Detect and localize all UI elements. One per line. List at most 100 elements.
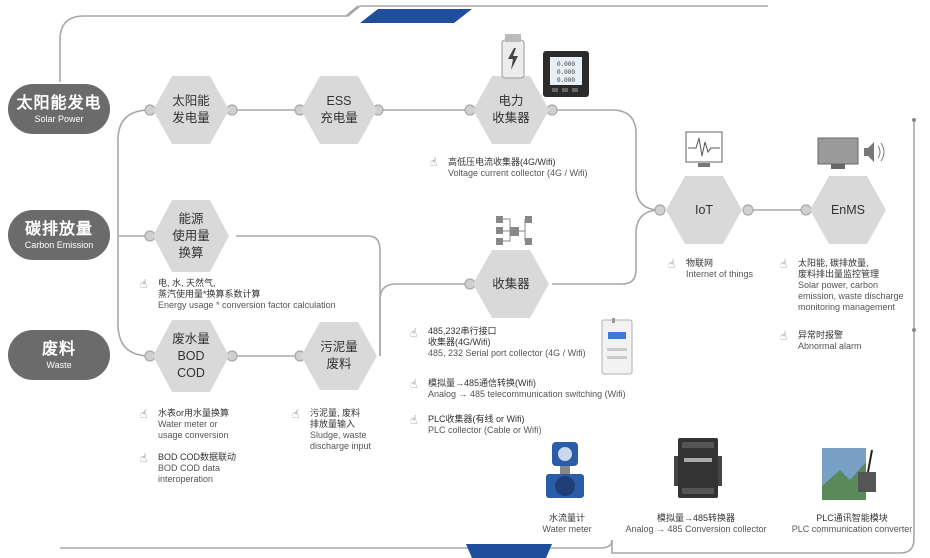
caption-plc-module: PLC通讯智能模块 PLC communication converter xyxy=(784,513,920,535)
junction-dot xyxy=(742,204,754,216)
node-text: 换算 xyxy=(178,245,204,260)
node-text: 充电量 xyxy=(320,111,358,125)
note-bod-cod: BOD COD数据联动 BOD COD data interoperation xyxy=(158,452,236,485)
note-plc: PLC收集器(有线 or Wifi) PLC collector (Cable … xyxy=(428,414,542,436)
note-text: usage conversion xyxy=(158,430,229,440)
meter-reading: 0.000 xyxy=(557,69,575,76)
note-text: Voltage current collector (4G / Wifi) xyxy=(448,168,588,178)
caption-analog-converter: 模拟量→485转换器 Analog → 485 Conversion colle… xyxy=(616,513,776,535)
energy-to-collector xyxy=(236,235,381,356)
note-text: Analog → 485 telecommunication switching… xyxy=(428,389,626,399)
note-text: BOD COD数据联动 xyxy=(158,452,237,462)
note-text: monitoring management xyxy=(798,302,896,312)
note-text: 水表or用水量换算 xyxy=(158,408,230,418)
node-text: 污泥量 xyxy=(320,340,358,354)
node-iot: IoT xyxy=(666,176,742,244)
note-water-meter: 水表or用水量换算 Water meter or usage conversio… xyxy=(158,408,229,441)
node-text: COD xyxy=(177,365,205,380)
node-solar-generation: 太阳能发电量 xyxy=(153,76,229,144)
node-text: 能源 xyxy=(178,211,204,226)
touch-icon: ☝ xyxy=(140,407,148,421)
caption-text: Analog → 485 Conversion collector xyxy=(625,524,767,534)
din-rail-collector-icon xyxy=(601,318,633,375)
note-text: discharge input xyxy=(310,441,372,451)
note-text: Water meter or xyxy=(158,419,218,429)
note-text: Solar power, carbon xyxy=(798,280,879,290)
note-text: 物联网 xyxy=(686,258,714,268)
analog-converter-icon xyxy=(674,438,722,498)
caption-text: PLC通讯智能模块 xyxy=(816,513,888,523)
touch-icon: ☝ xyxy=(410,326,418,340)
node-text: ESS xyxy=(326,94,352,108)
note-text: Internet of things xyxy=(686,269,754,279)
note-energy: 电, 水, 天然气, 蒸汽使用量*换算系数计算 Energy usage * c… xyxy=(158,278,336,311)
source-solar-power: 太阳能发电 Solar Power xyxy=(8,84,110,134)
source-carbon-label: 碳排放量 xyxy=(24,220,93,238)
accent-bar-top xyxy=(360,9,472,23)
node-text: 收集器 xyxy=(492,111,530,125)
note-text: 污泥量, 废料 xyxy=(310,408,361,418)
note-text: 485,232串行接口 xyxy=(428,326,497,336)
node-text: 收集器 xyxy=(492,276,530,291)
touch-icon: ☝ xyxy=(140,451,148,465)
note-text: 排放量输入 xyxy=(310,419,356,429)
node-text: 电力 xyxy=(498,94,524,108)
network-hub-icon xyxy=(496,216,532,245)
power-meter-icon: 0.000 0.000 0.000 xyxy=(543,51,589,97)
node-text: 发电量 xyxy=(172,111,210,125)
water-flow-meter-icon xyxy=(546,442,584,498)
note-serial-collector: 485,232串行接口 收集器(4G/Wifi) 485, 232 Serial… xyxy=(428,326,586,359)
note-text: Sludge, waste xyxy=(310,430,367,440)
touch-icon: ☝ xyxy=(430,155,438,169)
current-sensor-icon xyxy=(501,34,525,79)
note-text: 高低压电流收集器(4G/Wifi) xyxy=(448,157,556,167)
note-text: emission, waste discharge xyxy=(798,291,904,301)
caption-text: Water meter xyxy=(542,524,592,534)
left-rail xyxy=(117,109,151,357)
junction-dot xyxy=(654,204,666,216)
source-waste: 废料 Waste xyxy=(8,330,110,380)
touch-icon: ☝ xyxy=(780,257,788,271)
note-text: PLC收集器(有线 or Wifi) xyxy=(428,414,525,424)
note-iot: 物联网 Internet of things xyxy=(686,258,753,280)
note-text: interoperation xyxy=(158,474,214,484)
note-text: 太阳能, 碳排放量, xyxy=(798,258,869,268)
note-text: 异常时报警 xyxy=(798,330,844,340)
monitor-wave-icon xyxy=(685,131,723,167)
node-text: 太阳能 xyxy=(172,94,210,108)
note-text: 模拟量→485通信转换(Wifi) xyxy=(428,378,537,388)
node-text: IoT xyxy=(694,202,714,217)
accent-bar-bottom xyxy=(466,544,552,558)
node-energy-conversion: 能源使用量换算 xyxy=(153,200,229,272)
note-text: Energy usage * conversion factor calcula… xyxy=(158,300,336,310)
meter-reading: 0.000 xyxy=(557,77,575,84)
caption-text: 模拟量→485转换器 xyxy=(656,513,736,523)
node-text: BOD xyxy=(177,348,205,363)
touch-icon: ☝ xyxy=(668,257,676,271)
note-text: Abnormal alarm xyxy=(798,341,862,351)
node-text: EnMS xyxy=(830,202,866,217)
node-text: 使用量 xyxy=(172,228,210,243)
frame-right xyxy=(611,120,915,554)
touch-icon: ☝ xyxy=(410,377,418,391)
note-text: PLC collector (Cable or Wifi) xyxy=(428,425,542,435)
touch-icon: ☝ xyxy=(140,277,148,291)
note-text: BOD COD data xyxy=(158,463,221,473)
power-to-iot xyxy=(552,109,661,211)
source-solar-label-en: Solar Power xyxy=(34,113,84,124)
alarm-monitor-icon xyxy=(817,137,885,169)
touch-icon: ☝ xyxy=(292,407,300,421)
node-enms: EnMS xyxy=(810,176,886,244)
node-text: 废料 xyxy=(326,357,352,371)
source-waste-label: 废料 xyxy=(41,340,76,358)
caption-text: 水流量计 xyxy=(548,513,585,523)
plc-module-icon xyxy=(822,448,876,500)
touch-icon: ☝ xyxy=(410,413,418,427)
meter-reading: 0.000 xyxy=(557,61,575,68)
source-waste-label-en: Waste xyxy=(46,359,72,370)
note-alarm: 异常时报警 Abnormal alarm xyxy=(798,330,862,352)
caption-text: PLC communication converter xyxy=(791,524,913,534)
note-text: 电, 水, 天然气, xyxy=(158,278,216,288)
